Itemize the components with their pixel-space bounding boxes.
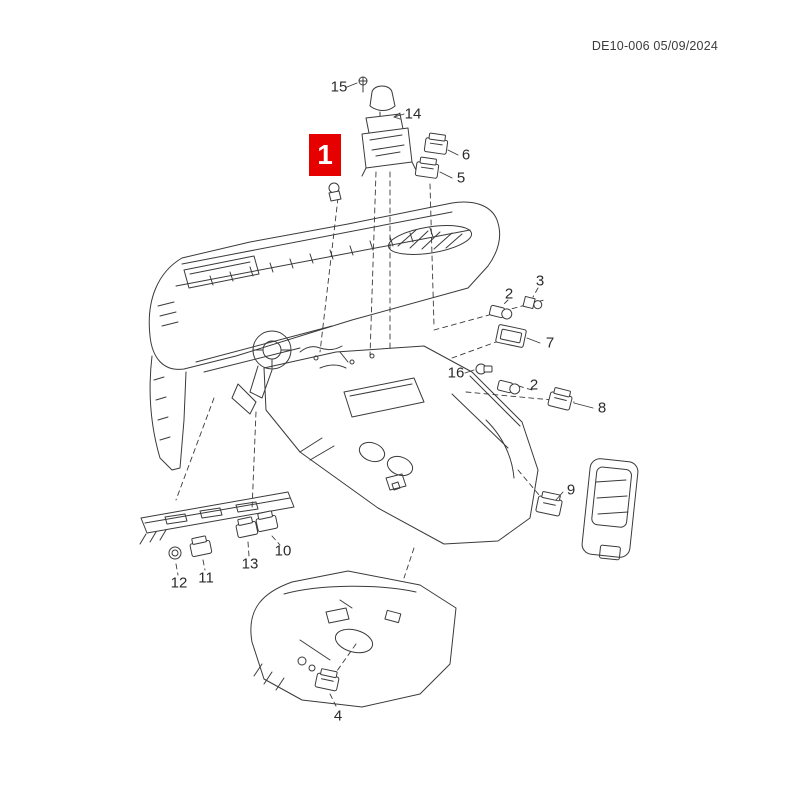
part-grommet-12 [168, 546, 182, 560]
callout-5: 5 [456, 169, 466, 187]
part-switch-5 [414, 156, 440, 179]
part-switch-9 [535, 491, 563, 517]
left-switch-strip [139, 491, 295, 545]
part-switch-4 [314, 668, 340, 692]
part-switch-6 [423, 132, 449, 155]
label-pointer-lines [346, 82, 594, 501]
callout-3: 3 [535, 272, 545, 290]
callout-2: 2 [529, 376, 539, 394]
part-sensor-16 [475, 363, 493, 375]
callout-7: 7 [545, 334, 555, 352]
steering-column [231, 330, 292, 415]
callout-6: 6 [461, 146, 471, 164]
callout-10: 10 [274, 542, 292, 560]
part-switch-11 [189, 535, 213, 558]
part-switch-13 [235, 516, 259, 539]
dashboard-outline [148, 201, 501, 471]
highlighted-callout-1: 1 [309, 134, 341, 176]
callout-8: 8 [597, 399, 607, 417]
callout-13: 13 [241, 555, 259, 573]
part-switch-10 [255, 510, 279, 533]
leader-lines [175, 171, 575, 707]
shifter-assembly [358, 76, 417, 177]
document-id: DE10-006 05/09/2024 [591, 39, 718, 53]
callout-4: 4 [333, 707, 343, 725]
part-switch-8 [547, 387, 573, 411]
part-switch-7 [495, 324, 527, 348]
part-connector-3 [522, 295, 543, 310]
callout-11: 11 [198, 569, 214, 587]
callout-9: 9 [566, 481, 576, 499]
rear-console [250, 570, 457, 708]
callout-2: 2 [504, 285, 514, 303]
highlight-label: 1 [317, 139, 333, 170]
part-bulb-2b [496, 379, 521, 395]
callout-16: 16 [447, 364, 465, 382]
callout-15: 15 [330, 78, 348, 96]
part-bulb-2a [488, 304, 513, 320]
callout-12: 12 [170, 574, 188, 592]
callout-14: 14 [404, 105, 422, 123]
right-vent-panel [581, 458, 639, 561]
center-console [263, 345, 539, 545]
switch-parts [168, 132, 573, 692]
part-1-switch [328, 182, 342, 202]
